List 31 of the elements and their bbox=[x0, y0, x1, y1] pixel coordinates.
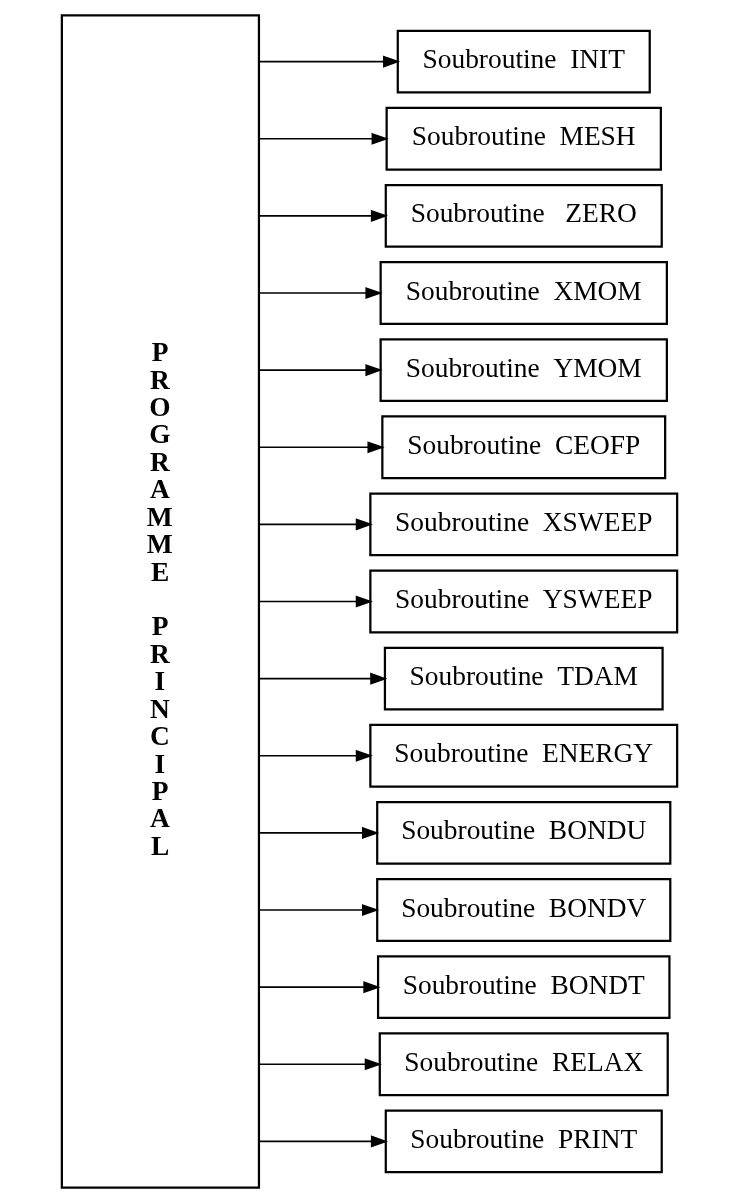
node-box: Soubroutine ENERGY bbox=[368, 723, 678, 788]
arrow bbox=[257, 364, 383, 377]
arrow bbox=[257, 55, 400, 68]
node-box: Soubroutine TDAM bbox=[383, 646, 664, 711]
arrow bbox=[257, 209, 388, 222]
arrow bbox=[257, 904, 379, 916]
arrow bbox=[257, 749, 373, 762]
node-box: Soubroutine YSWEEP bbox=[368, 569, 678, 634]
node-box: Soubroutine CEOFP bbox=[380, 415, 666, 480]
node-box: Soubroutine MESH bbox=[385, 106, 662, 171]
node-box: Soubroutine INIT bbox=[396, 29, 651, 94]
node-box: Soubroutine BONDV bbox=[375, 878, 671, 942]
node-box: Soubroutine RELAX bbox=[378, 1032, 669, 1097]
arrow bbox=[257, 287, 383, 299]
node-box: PROGRAMME PRINCIPAL bbox=[60, 14, 260, 1189]
arrow bbox=[257, 518, 373, 531]
node-box: Soubroutine XMOM bbox=[379, 261, 668, 325]
node-box: Soubroutine BONDT bbox=[376, 955, 671, 1020]
arrow bbox=[257, 132, 389, 145]
arrow bbox=[257, 441, 385, 454]
node-box: Soubroutine XSWEEP bbox=[368, 492, 678, 557]
node-box: Soubroutine PRINT bbox=[384, 1109, 663, 1174]
arrow bbox=[257, 672, 387, 685]
arrow bbox=[257, 1135, 388, 1148]
node-box: Soubroutine ZERO bbox=[384, 183, 663, 248]
arrow bbox=[257, 826, 379, 839]
node-box: Soubroutine BONDU bbox=[375, 800, 671, 865]
arrow bbox=[257, 981, 380, 994]
arrow bbox=[257, 1058, 382, 1071]
arrow bbox=[257, 595, 373, 608]
node-box: Soubroutine YMOM bbox=[379, 338, 668, 403]
